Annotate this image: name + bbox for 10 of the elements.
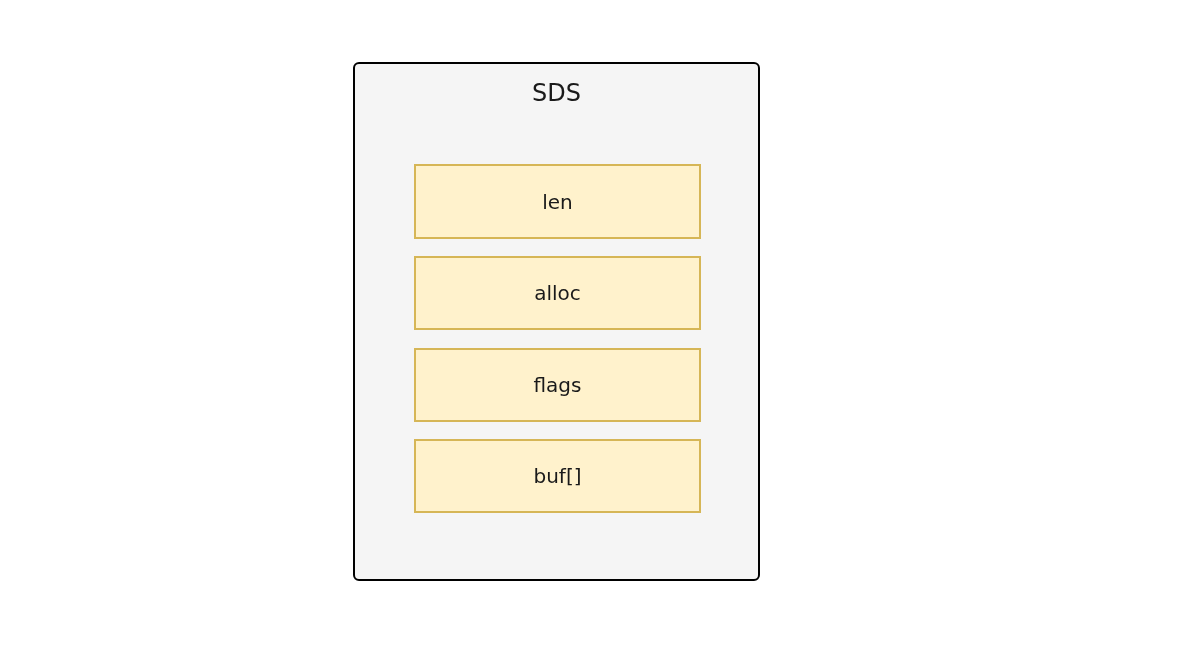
field-name: alloc (534, 280, 581, 306)
struct-field (414, 439, 701, 513)
struct-title: SDS (532, 78, 581, 108)
struct-field (414, 256, 701, 330)
field-name: len (542, 188, 573, 215)
struct-field (414, 348, 701, 422)
struct-field (414, 164, 701, 239)
field-name: buf[] (533, 463, 582, 489)
field-name: flags (533, 372, 582, 398)
struct-container (353, 62, 760, 581)
